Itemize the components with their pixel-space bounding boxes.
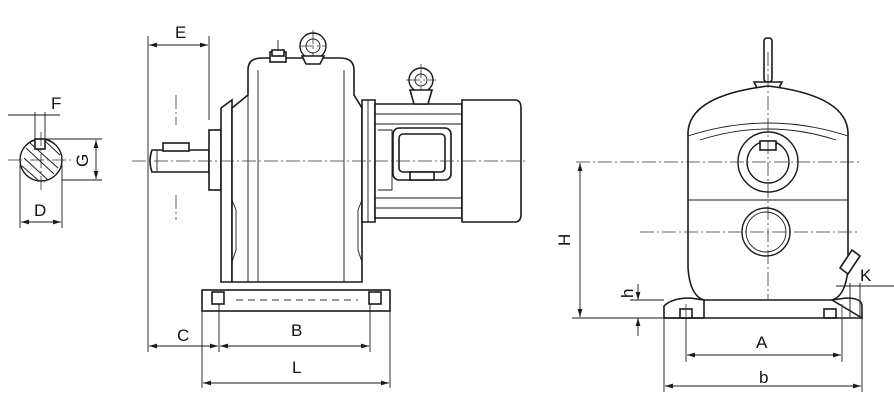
dim-label-d: D xyxy=(34,201,46,220)
dim-label-e: E xyxy=(175,23,186,42)
shaft-section-view: F G D xyxy=(8,94,102,228)
shaft-key xyxy=(162,142,190,152)
side-view: E xyxy=(132,23,526,388)
dim-label-a: A xyxy=(756,333,768,352)
dim-label-b-lower: b xyxy=(759,368,768,387)
dim-label-b: B xyxy=(291,321,302,340)
dim-label-h-lower: h xyxy=(618,289,637,298)
right-foot xyxy=(829,297,863,320)
left-foot xyxy=(663,297,705,319)
drain-plug xyxy=(838,248,862,276)
dim-label-k: K xyxy=(860,266,872,285)
front-view: H h K A b xyxy=(555,37,894,392)
dim-label-l: L xyxy=(292,358,301,377)
shaft-keyway xyxy=(34,138,46,150)
dim-label-h-upper: H xyxy=(555,234,574,246)
dim-label-f: F xyxy=(51,94,61,113)
dim-label-g: G xyxy=(73,154,92,167)
dim-label-c: C xyxy=(177,326,189,345)
gearbox-housing xyxy=(231,57,363,283)
